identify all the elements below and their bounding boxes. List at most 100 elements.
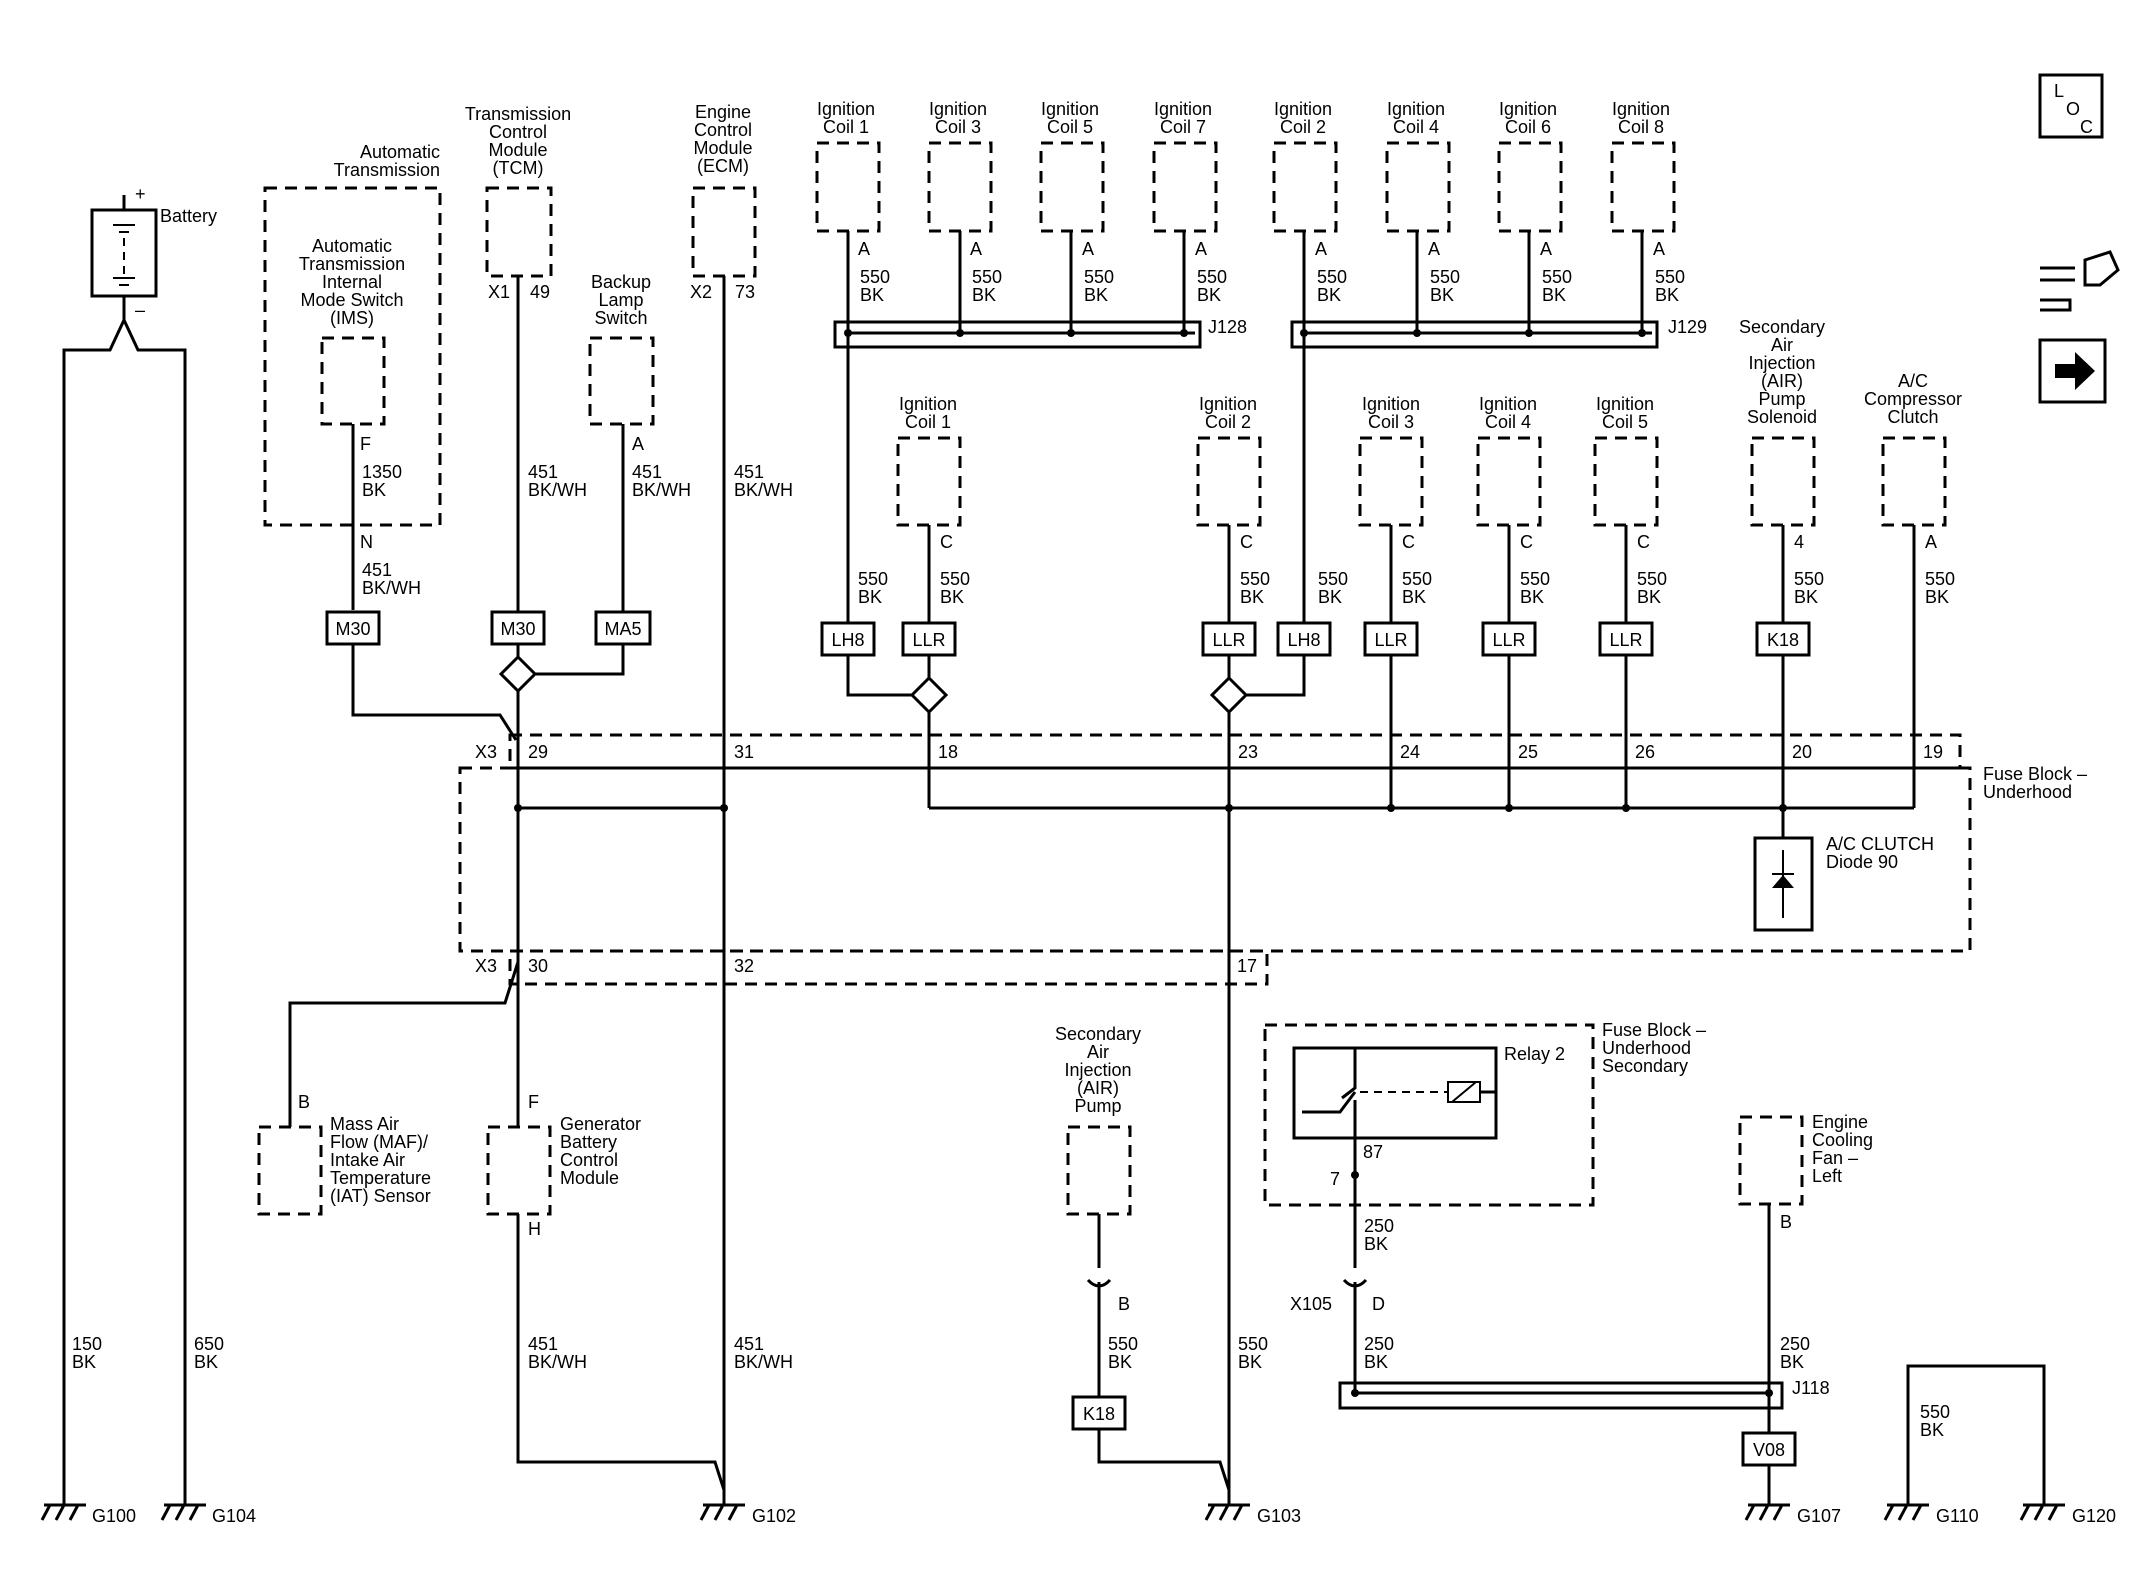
svg-text:(ECM): (ECM)	[697, 156, 749, 176]
svg-text:Ignition: Ignition	[1596, 394, 1654, 414]
air-solenoid-label: Secondary Air Injection (AIR) Pump Solen…	[1739, 317, 1825, 427]
svg-text:Secondary: Secondary	[1055, 1024, 1141, 1044]
svg-text:BK: BK	[1084, 285, 1108, 305]
svg-text:73: 73	[735, 282, 755, 302]
svg-text:LH8: LH8	[1287, 630, 1320, 650]
svg-text:(AIR): (AIR)	[1761, 371, 1803, 391]
svg-text:Module: Module	[488, 140, 547, 160]
svg-text:Coil 5: Coil 5	[1602, 412, 1648, 432]
svg-text:Ignition: Ignition	[1154, 99, 1212, 119]
svg-text:G103: G103	[1257, 1506, 1301, 1526]
svg-text:Compressor: Compressor	[1864, 389, 1962, 409]
svg-text:Coil 6: Coil 6	[1505, 117, 1551, 137]
svg-text:Temperature: Temperature	[330, 1168, 431, 1188]
loc-letter-l: L	[2054, 81, 2064, 101]
svg-text:BK/WH: BK/WH	[734, 1352, 793, 1372]
splice-j118: J118	[1338, 1378, 1830, 1410]
svg-text:M30: M30	[335, 619, 370, 639]
svg-text:550: 550	[1318, 569, 1348, 589]
svg-text:25: 25	[1518, 742, 1538, 762]
svg-text:Ignition: Ignition	[1479, 394, 1537, 414]
svg-text:Injection: Injection	[1748, 353, 1815, 373]
svg-text:LLR: LLR	[1212, 630, 1245, 650]
connector-llr-2: LLR	[1201, 621, 1257, 657]
top-coil-7: Ignition Coil 7 A 550 BK	[1152, 99, 1227, 305]
mid-coil-5: Ignition Coil 5 C 550 BK LLR	[1593, 394, 1667, 808]
svg-text:20: 20	[1792, 742, 1812, 762]
loc-letter-c: C	[2080, 117, 2093, 137]
connector-llr-1: LLR	[901, 621, 957, 657]
ground-g102: G102	[699, 1490, 796, 1526]
svg-text:G107: G107	[1797, 1506, 1841, 1526]
svg-text:BK: BK	[1197, 285, 1221, 305]
component-connector-icon[interactable]	[2040, 250, 2120, 312]
svg-text:Automatic: Automatic	[360, 142, 440, 162]
svg-text:BK: BK	[1780, 1352, 1804, 1372]
gen-label: Generator Battery Control Module	[560, 1114, 641, 1188]
svg-text:BK: BK	[1794, 587, 1818, 607]
svg-text:451: 451	[528, 1334, 558, 1354]
loc-letter-o: O	[2066, 99, 2080, 119]
svg-text:Air: Air	[1087, 1042, 1109, 1062]
svg-text:Battery: Battery	[560, 1132, 617, 1152]
svg-text:BK: BK	[1364, 1352, 1388, 1372]
svg-text:Relay 2: Relay 2	[1504, 1044, 1565, 1064]
svg-text:BK/WH: BK/WH	[362, 578, 421, 598]
ground-g100: G100	[40, 1503, 136, 1526]
svg-text:Ignition: Ignition	[817, 99, 875, 119]
svg-text:451: 451	[528, 462, 558, 482]
svg-text:Ignition: Ignition	[1274, 99, 1332, 119]
svg-text:250: 250	[1364, 1334, 1394, 1354]
svg-text:Coil 1: Coil 1	[905, 412, 951, 432]
svg-text:250: 250	[1780, 1334, 1810, 1354]
ecm-module	[691, 186, 757, 278]
svg-text:Coil 3: Coil 3	[1368, 412, 1414, 432]
next-page-button[interactable]	[2038, 338, 2107, 404]
svg-text:Secondary: Secondary	[1739, 317, 1825, 337]
top-coil-8: Ignition Coil 8 A 550 BK	[1610, 99, 1685, 305]
svg-text:BK: BK	[1655, 285, 1679, 305]
top-coil-3: Ignition Coil 3 A 550 BK	[927, 99, 1002, 305]
svg-text:Lamp: Lamp	[598, 290, 643, 310]
svg-text:K18: K18	[1767, 630, 1799, 650]
svg-text:7: 7	[1330, 1169, 1340, 1189]
air-solenoid	[1750, 436, 1816, 527]
svg-text:Coil 3: Coil 3	[935, 117, 981, 137]
svg-text:BK: BK	[1240, 587, 1264, 607]
svg-text:BK: BK	[1364, 1234, 1388, 1254]
svg-text:Control: Control	[489, 122, 547, 142]
svg-text:550: 550	[1108, 1334, 1138, 1354]
svg-text:Automatic: Automatic	[312, 236, 392, 256]
svg-text:Ignition: Ignition	[929, 99, 987, 119]
generator-battery-control-module	[486, 1125, 552, 1216]
svg-text:F: F	[528, 1092, 539, 1112]
svg-text:Coil 7: Coil 7	[1160, 117, 1206, 137]
svg-text:BK: BK	[1920, 1420, 1944, 1440]
svg-text:Coil 4: Coil 4	[1485, 412, 1531, 432]
svg-text:Secondary: Secondary	[1602, 1056, 1688, 1076]
svg-text:Underhood: Underhood	[1602, 1038, 1691, 1058]
relay-2: Relay 2	[1292, 1044, 1565, 1140]
svg-text:32: 32	[734, 956, 754, 976]
svg-text:G110: G110	[1936, 1506, 1979, 1526]
svg-text:Coil 8: Coil 8	[1618, 117, 1664, 137]
svg-text:B: B	[1118, 1294, 1130, 1314]
svg-text:550: 550	[860, 267, 890, 287]
svg-text:31: 31	[734, 742, 754, 762]
svg-text:451: 451	[734, 462, 764, 482]
svg-text:Fuse Block –: Fuse Block –	[1983, 764, 2087, 784]
svg-text:C: C	[1240, 532, 1253, 552]
loc-button[interactable]: L O C	[2038, 73, 2104, 139]
svg-text:G102: G102	[752, 1506, 796, 1526]
svg-text:LH8: LH8	[831, 630, 864, 650]
engine-cooling-fan-left	[1738, 1115, 1804, 1206]
battery-plus: +	[135, 184, 146, 204]
svg-text:49: 49	[530, 282, 550, 302]
svg-text:G100: G100	[92, 1506, 136, 1526]
svg-text:Coil 2: Coil 2	[1205, 412, 1251, 432]
svg-text:LLR: LLR	[1374, 630, 1407, 650]
ground-g104: G104	[160, 1503, 256, 1526]
ims-label: Automatic Transmission Internal Mode Swi…	[299, 236, 405, 328]
svg-text:Fuse Block –: Fuse Block –	[1602, 1020, 1706, 1040]
ground-g110: G110	[1883, 1503, 1979, 1526]
